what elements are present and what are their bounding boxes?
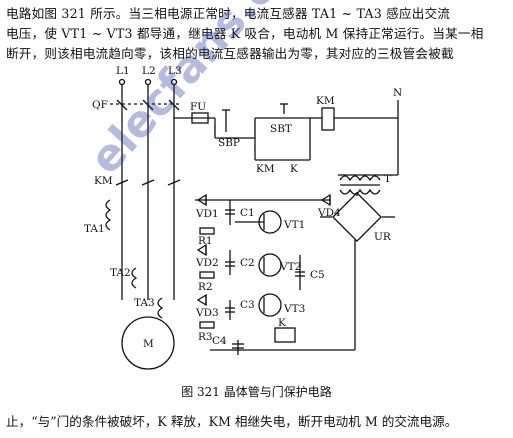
figure-caption: 图 321 晶体管与门保护电路 (181, 385, 332, 399)
label-m: M (143, 338, 154, 350)
label-vd4: VD4 (317, 207, 341, 219)
label-vd1: VD1 (195, 208, 219, 220)
paragraph-line-1: 电路如图 321 所示。当三相电源正常时，电流互感器 TA1 ~ TA3 感应出… (6, 6, 451, 21)
circuit-diagram: L1 L2 L3 QF FU SBP SBT KM N KM K KM T TA… (84, 65, 402, 370)
label-c4: C4 (212, 335, 227, 347)
label-n: N (393, 87, 402, 99)
label-vd3: VD3 (195, 307, 219, 319)
label-km-coil: KM (316, 95, 335, 107)
paragraph-line-3: 断开，则该相电流趋向零，该相的电流互感器输出为零，其对应的三极管会被截 (6, 46, 454, 61)
label-r1: R1 (198, 235, 213, 247)
label-ta3: TA3 (134, 297, 155, 309)
label-vt1: VT1 (283, 219, 305, 231)
label-qf: QF (92, 99, 108, 111)
label-l2: L2 (142, 65, 156, 77)
label-ta2: TA2 (110, 267, 131, 279)
label-km-contact: KM (256, 163, 275, 175)
label-vt3: VT3 (283, 303, 305, 315)
paragraph-continuation: 止，“与”门的条件被破坏，K 释放，KM 相继失电，断开电动机 M 的交流电源。 (6, 414, 458, 429)
label-c2: C2 (240, 257, 255, 269)
label-sbp: SBP (218, 137, 240, 149)
label-l3: L3 (168, 65, 182, 77)
label-km-main: KM (94, 175, 113, 187)
label-ta1: TA1 (84, 223, 105, 235)
label-fu: FU (190, 101, 206, 113)
label-l1: L1 (116, 65, 130, 77)
label-sbt: SBT (270, 123, 292, 135)
label-r3: R3 (198, 331, 213, 343)
label-k-relay: K (278, 317, 286, 329)
label-vd2: VD2 (195, 257, 219, 269)
label-vt2: VT2 (279, 261, 301, 273)
label-k-contact: K (290, 163, 298, 175)
paragraph-line-2: 电压，使 VT1 ~ VT3 都导通，继电器 K 吸合，电动机 M 保持正常运行… (6, 26, 484, 41)
label-t: T (384, 173, 391, 185)
label-ur: UR (374, 231, 392, 243)
label-c5: C5 (310, 269, 325, 281)
label-c3: C3 (240, 299, 255, 311)
label-r2: R2 (198, 281, 213, 293)
label-c1: C1 (240, 207, 255, 219)
